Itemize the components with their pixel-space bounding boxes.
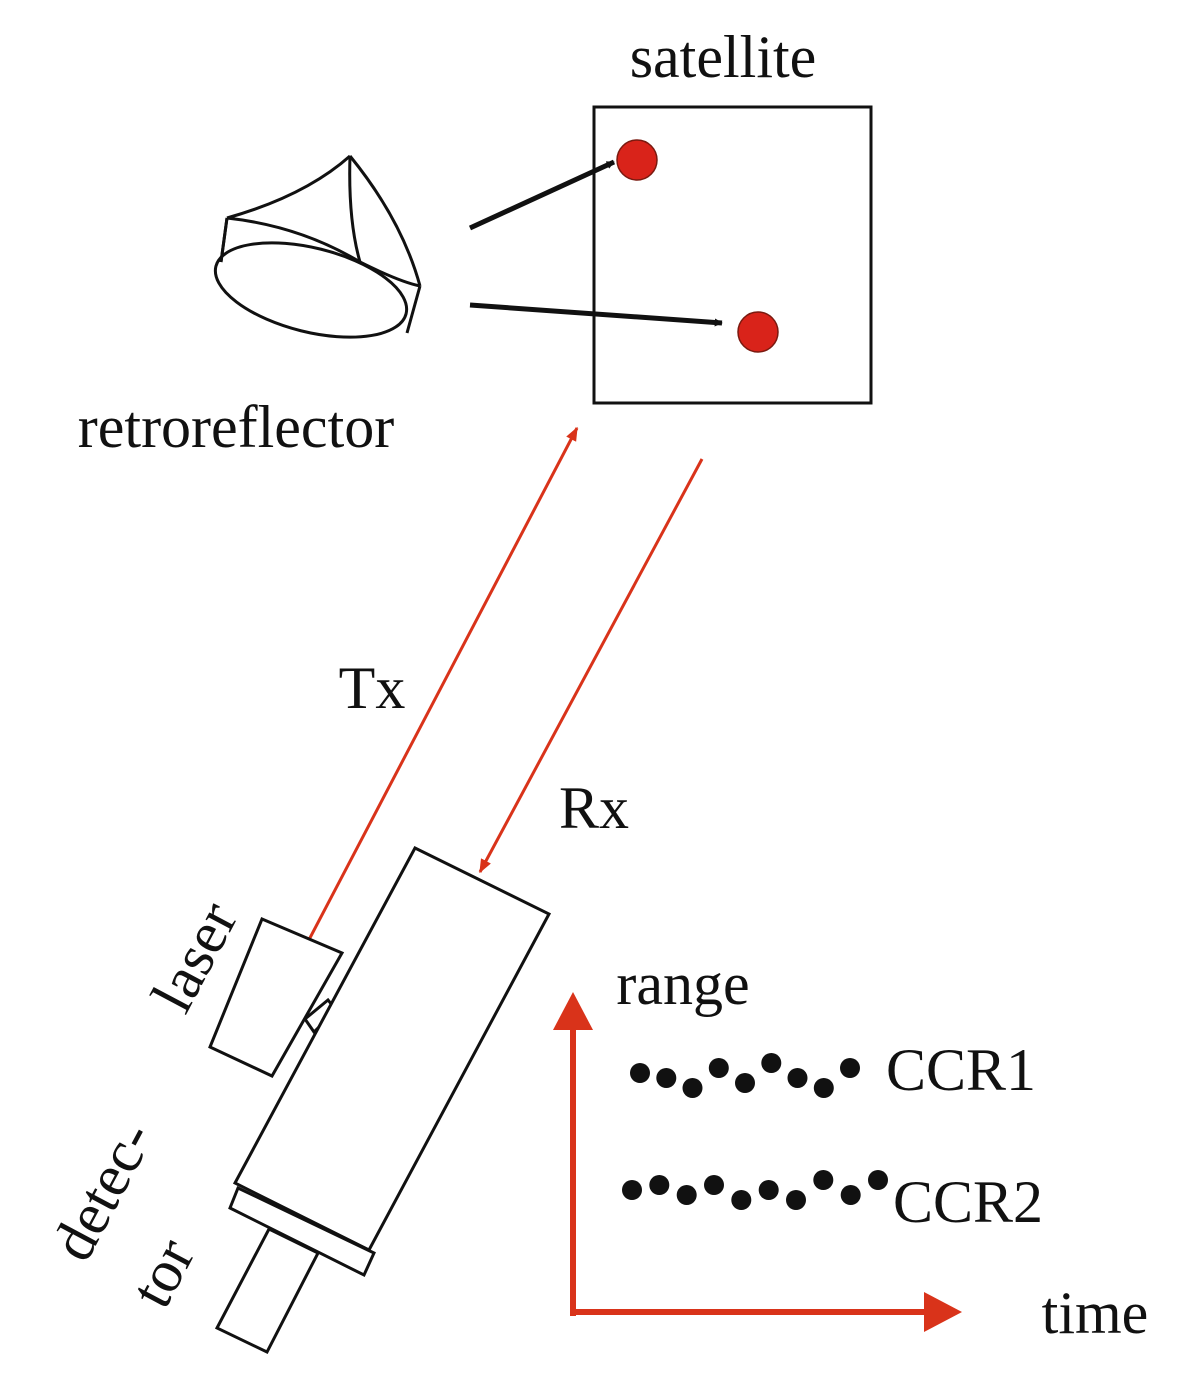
ccr1-point xyxy=(761,1053,782,1073)
satellite-label: satellite xyxy=(630,24,817,90)
ccr1-point xyxy=(813,1078,834,1098)
detector-body xyxy=(214,1227,321,1354)
range-axis-arrowhead xyxy=(553,992,593,1030)
ccr2-point xyxy=(868,1170,888,1190)
rx-label: Rx xyxy=(559,775,629,841)
arrow-to-reflector-1 xyxy=(468,159,616,231)
satellite xyxy=(592,105,873,405)
retroreflector-label: retroreflector xyxy=(78,394,394,460)
range-axis-label: range xyxy=(616,951,749,1017)
ccr2-point xyxy=(676,1185,697,1205)
satellite-body xyxy=(592,105,873,405)
ccr1-point xyxy=(630,1063,650,1083)
ccr1-label: CCR1 xyxy=(886,1037,1036,1103)
time-axis-label: time xyxy=(1042,1280,1149,1346)
ccr1-point xyxy=(682,1078,703,1098)
reflector-dot-1 xyxy=(616,139,658,181)
tx-beam xyxy=(277,426,579,998)
ccr2-point xyxy=(649,1175,670,1195)
range-time-plot xyxy=(553,992,962,1332)
ground-station xyxy=(208,846,552,1354)
ccr1-point xyxy=(840,1058,860,1078)
detector-label-line2: tor xyxy=(118,1228,208,1318)
ccr2-point xyxy=(622,1180,642,1200)
detector-flange xyxy=(228,1185,376,1278)
rx-beam xyxy=(478,458,704,874)
ccr2-point xyxy=(704,1175,724,1195)
ccr1-point xyxy=(735,1073,755,1093)
ccr1-point xyxy=(656,1068,677,1088)
ccr2-point xyxy=(786,1190,806,1210)
ccr2-point xyxy=(813,1170,834,1190)
arrow-to-reflector-2 xyxy=(469,302,723,327)
reflector-dot-2 xyxy=(737,311,779,353)
tx-label: Tx xyxy=(339,655,406,721)
retroreflector-face xyxy=(213,241,409,339)
ccr2-range-points xyxy=(622,1170,888,1210)
ccr1-point xyxy=(708,1058,729,1078)
time-axis-arrowhead xyxy=(924,1292,962,1332)
ccr1-range-points xyxy=(630,1053,860,1098)
retroreflector-icon xyxy=(213,154,422,339)
ccr2-label: CCR2 xyxy=(893,1169,1043,1235)
ccr1-point xyxy=(787,1068,808,1088)
ccr2-point xyxy=(731,1190,752,1210)
ccr2-point xyxy=(840,1185,861,1205)
ccr2-point xyxy=(758,1180,779,1200)
laser-body xyxy=(208,917,345,1078)
